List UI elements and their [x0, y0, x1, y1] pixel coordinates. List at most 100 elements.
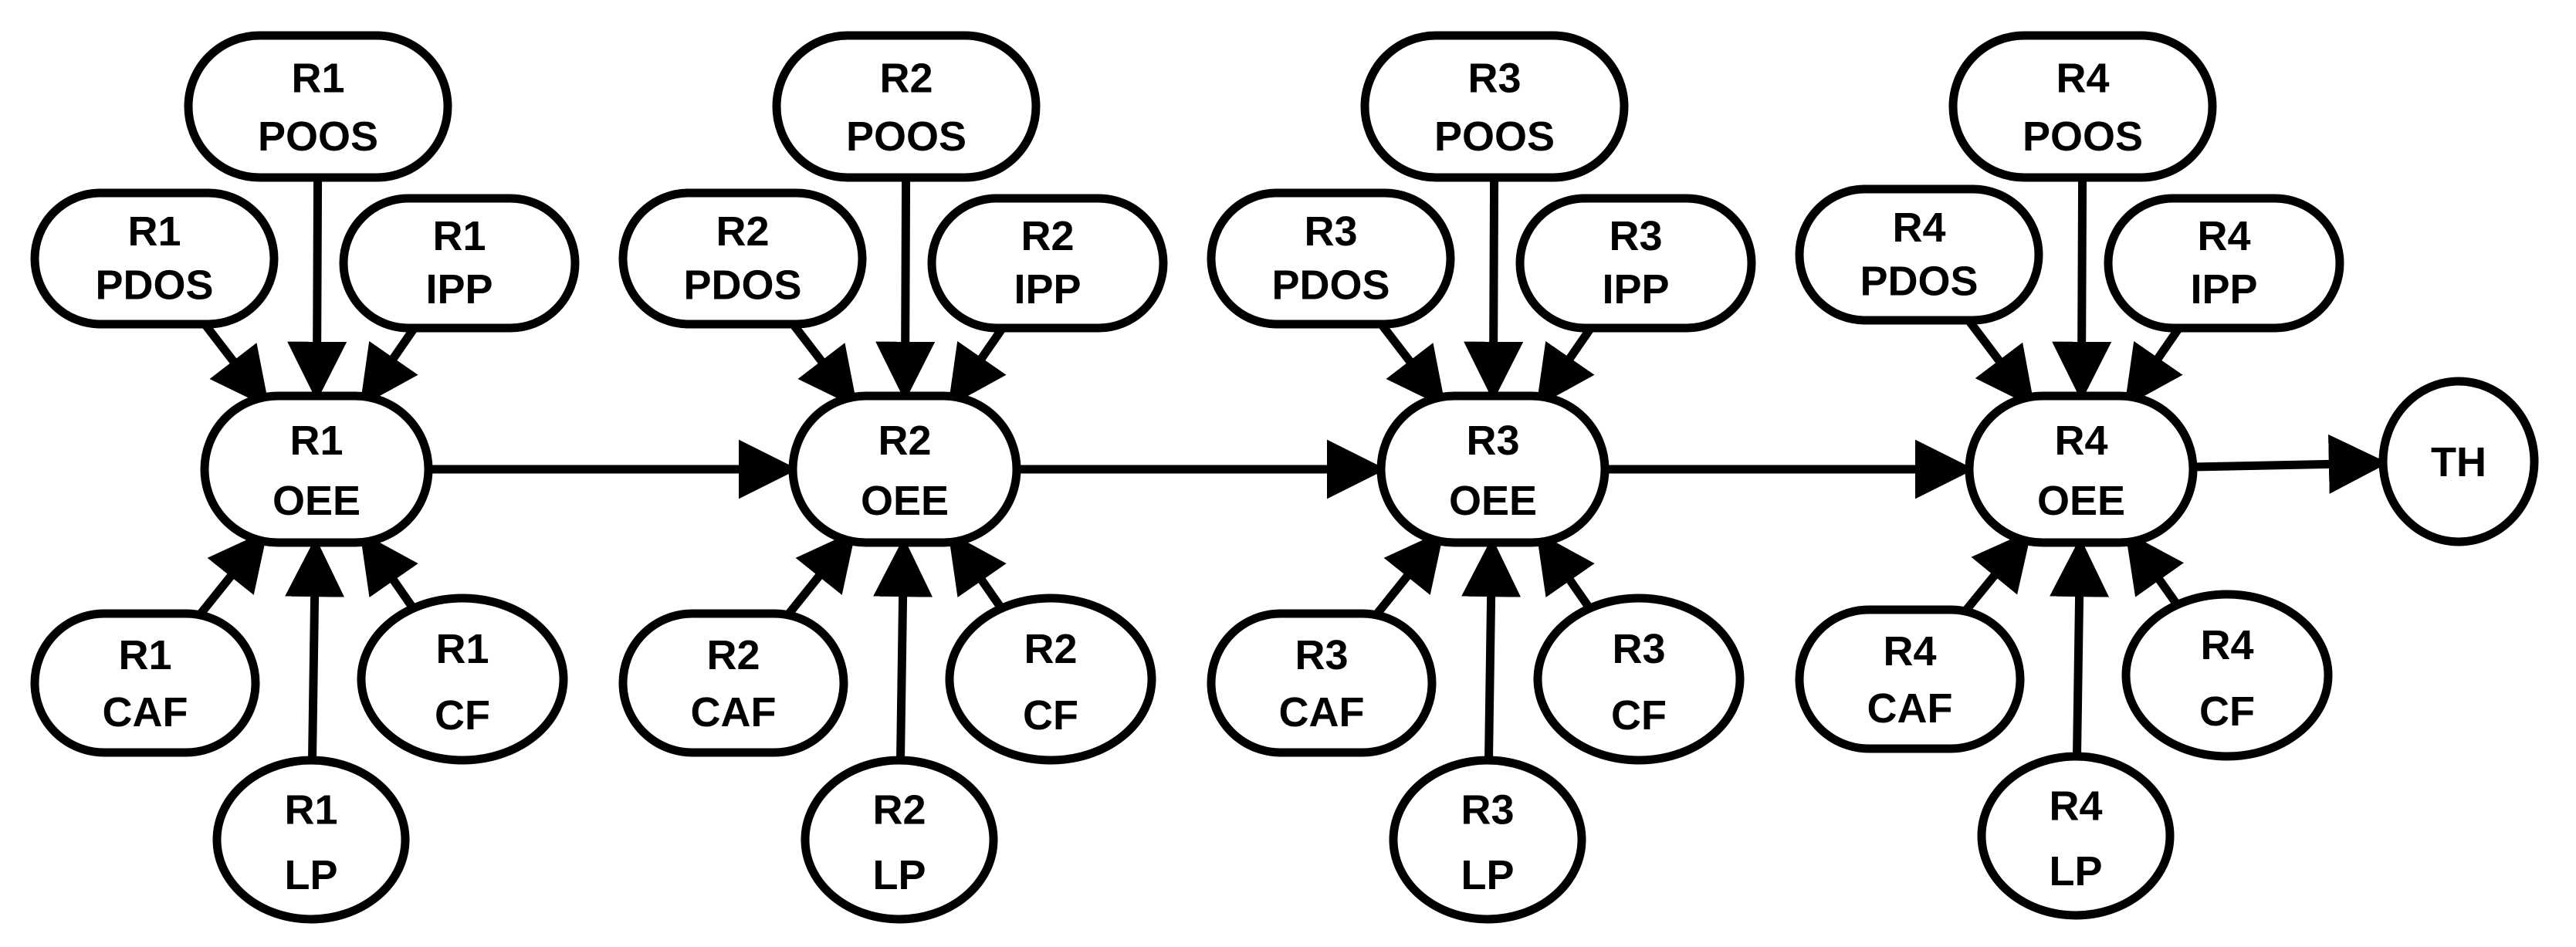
node-r4-ipp-line2: IPP — [2190, 266, 2257, 313]
edge-r1-caf-to-oee — [191, 529, 268, 624]
node-r1-poos-line1: R1 — [291, 56, 344, 102]
node-r4-ipp-shape — [2104, 194, 2344, 333]
node-r3-caf-shape — [1207, 609, 1437, 757]
node-r3-ipp-line1: R3 — [1609, 213, 1662, 259]
node-r2-lp-shape — [801, 756, 998, 924]
edge-r4-poos-to-oee — [2052, 177, 2112, 401]
node-r2-pdos-line2: PDOS — [683, 262, 801, 309]
node-r4-cf-line1: R4 — [2200, 622, 2253, 668]
edge-r3-lp-to-oee — [1461, 537, 1522, 761]
node-r3-poos-line1: R3 — [1467, 56, 1521, 102]
node-r2-oee-shape — [788, 391, 1021, 547]
node-r4-cf-shape — [2121, 590, 2333, 761]
node-r2-caf-line1: R2 — [706, 632, 760, 678]
edges-layer — [191, 177, 2388, 761]
node-r4-oee-shape — [1965, 391, 2198, 547]
node-r4-caf-line1: R4 — [1883, 628, 1936, 675]
node-r1-cf-shape — [357, 594, 568, 765]
edge-r2-lp-to-oee — [873, 537, 933, 761]
edge-r2-pdos-to-oee — [785, 316, 858, 408]
node-th-label: TH — [2431, 439, 2486, 485]
edge-r3-ipp-to-oee — [1536, 321, 1598, 408]
edge-r1-pdos-to-oee — [197, 316, 269, 408]
node-r3-oee-line1: R3 — [1466, 418, 1519, 464]
edge-r3-caf-to-oee — [1368, 529, 1444, 624]
node-r2-pdos-shape — [618, 188, 867, 329]
node-r2-cf-line2: CF — [1023, 692, 1078, 739]
node-r4-oee-line1: R4 — [2054, 418, 2107, 464]
node-r1-oee-line2: OEE — [272, 478, 361, 524]
edge-r4-pdos-to-oee — [1961, 313, 2035, 408]
node-r3-ipp-line2: IPP — [1602, 266, 1669, 313]
node-r3-cf-line2: CF — [1611, 692, 1667, 739]
node-r3-caf-line1: R3 — [1295, 632, 1348, 678]
node-r3-caf-line2: CAF — [1279, 689, 1365, 736]
node-r1-cf-line1: R1 — [435, 626, 489, 672]
node-r4-caf-shape — [1795, 605, 2025, 753]
edge-r2-cf-to-oee — [948, 531, 1007, 611]
node-r2-oee-line2: OEE — [861, 478, 949, 524]
node-r1-poos-shape — [184, 31, 452, 182]
node-r2-caf-shape — [618, 609, 848, 757]
node-r2-ipp-line2: IPP — [1014, 266, 1081, 313]
node-r1-lp-line1: R1 — [284, 786, 337, 833]
nodes-layer: R1POOSR1PDOSR1IPPR1OEER1CAFR1CFR1LPR2POO… — [30, 31, 2539, 924]
node-r3-ipp-shape — [1515, 194, 1756, 333]
node-r1-oee-line1: R1 — [289, 418, 343, 464]
edge-r3-pdos-to-oee — [1373, 316, 1446, 408]
node-r4-ipp-line1: R4 — [2197, 213, 2250, 259]
node-r2-oee-line1: R2 — [878, 418, 931, 464]
node-r2-poos-shape — [772, 31, 1041, 182]
node-r4-pdos-line2: PDOS — [1860, 259, 1978, 305]
node-r3-poos-line2: POOS — [1434, 113, 1555, 160]
node-r1-caf-line2: CAF — [103, 689, 188, 736]
edge-r4-ipp-to-oee — [2124, 321, 2186, 408]
edge-r2-caf-to-oee — [780, 529, 856, 624]
edge-r3-cf-to-oee — [1536, 531, 1595, 611]
node-r4-lp-line1: R4 — [2049, 783, 2102, 829]
node-r4-lp-line2: LP — [2049, 848, 2102, 895]
edge-r2-ipp-to-oee — [948, 321, 1010, 408]
node-r4-poos-line2: POOS — [2023, 113, 2143, 160]
node-r1-oee-shape — [200, 391, 433, 547]
node-r4-pdos-shape — [1795, 184, 2043, 325]
node-th[interactable]: TH — [2378, 377, 2539, 546]
node-r3-lp-shape — [1389, 756, 1586, 924]
node-r4-caf-line2: CAF — [1867, 685, 1953, 732]
node-r2-ipp-shape — [927, 194, 1168, 333]
edge-r1-lp-to-oee — [285, 537, 345, 761]
node-r3-pdos-line2: PDOS — [1271, 262, 1390, 309]
node-r3-lp-line1: R3 — [1461, 786, 1514, 833]
node-r2-lp-line2: LP — [872, 852, 926, 898]
node-r1-poos-line2: POOS — [258, 113, 378, 160]
